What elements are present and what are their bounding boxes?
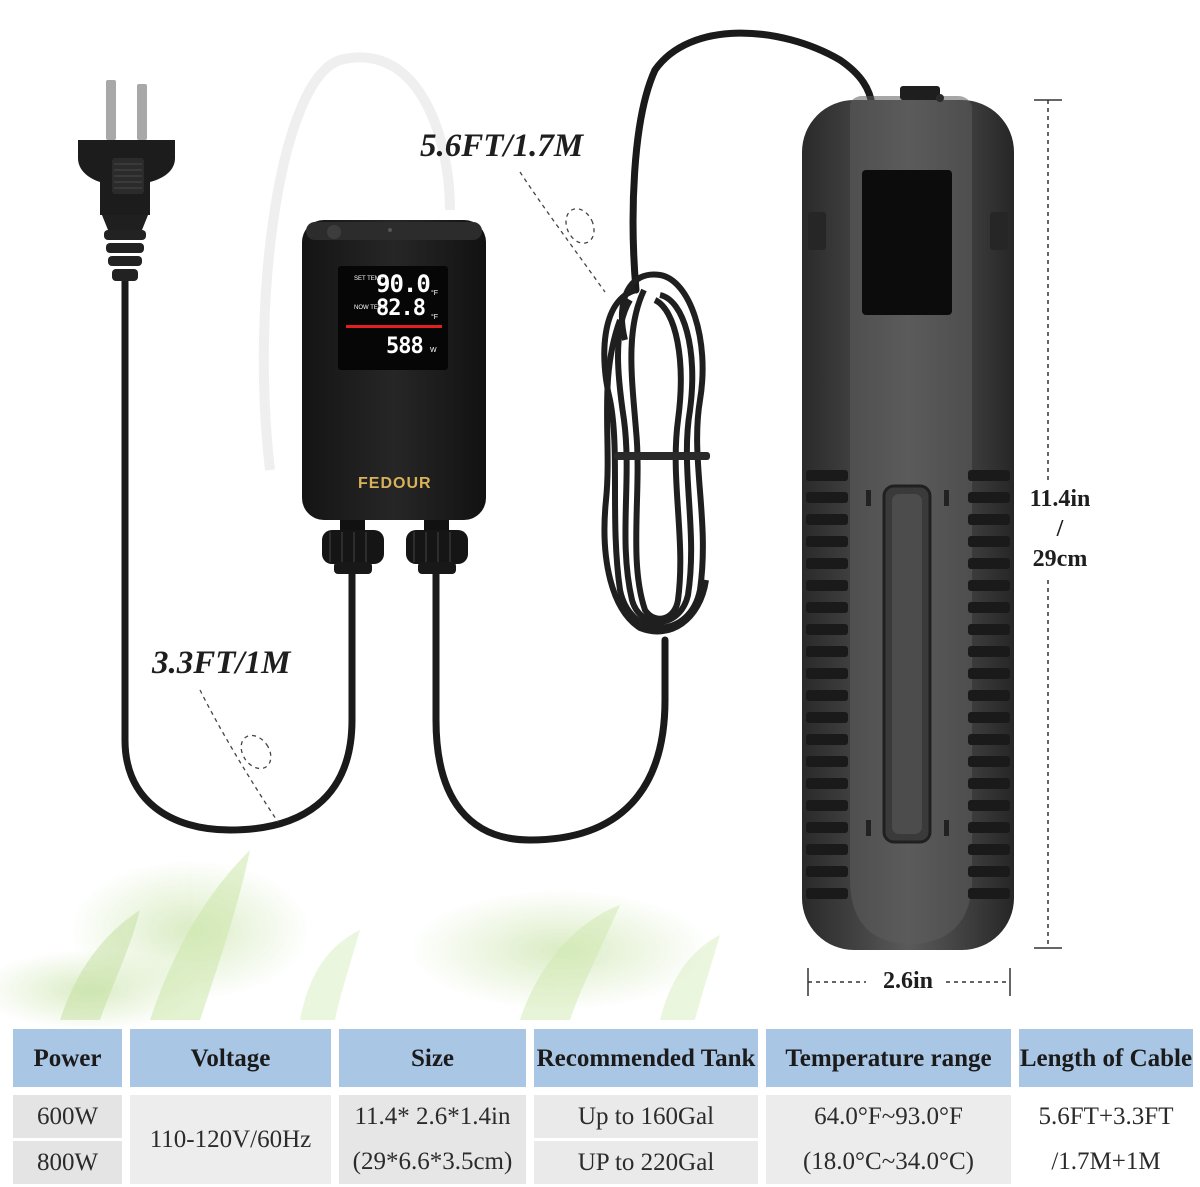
size-line2: (29*6.6*3.5cm) bbox=[335, 1139, 534, 1184]
heater-cable-upper bbox=[629, 29, 876, 294]
brand-logo: FEDOUR bbox=[358, 475, 432, 492]
now-temp-value: 82.8 bbox=[376, 296, 426, 321]
leader-lines bbox=[199, 171, 606, 823]
now-temp-unit: °F bbox=[431, 314, 439, 321]
temp-line2: (18.0°C~34.0°C) bbox=[762, 1139, 1019, 1184]
tank-600: Up to 160Gal bbox=[530, 1091, 766, 1141]
cable-coil bbox=[601, 271, 709, 635]
now-temp-label: NOW TEMP bbox=[354, 305, 387, 311]
power-800: 800W bbox=[13, 1139, 130, 1184]
header-size: Size bbox=[335, 1029, 534, 1095]
coil-tie bbox=[614, 452, 710, 460]
power-600: 600W bbox=[13, 1091, 130, 1141]
tank-800: UP to 220Gal bbox=[530, 1139, 766, 1184]
heater-cable-length-label: 5.6FT/1.7M bbox=[420, 128, 584, 164]
display-red-line bbox=[346, 325, 442, 328]
height-label: 11.4in / 29cm bbox=[1018, 484, 1102, 574]
lcd-display bbox=[338, 266, 448, 370]
plug bbox=[78, 80, 175, 281]
wattage-value: 588 bbox=[386, 334, 424, 359]
header-voltage: Voltage bbox=[126, 1029, 339, 1095]
spec-table: Power Voltage Size Recommended Tank Temp… bbox=[13, 1029, 1200, 1184]
set-temp-value: 90.0 bbox=[376, 270, 431, 298]
temp-line1: 64.0°F~93.0°F bbox=[762, 1091, 1019, 1140]
set-temp-label: SET TEMP bbox=[354, 276, 384, 282]
controller bbox=[302, 220, 486, 574]
height-in: 11.4in bbox=[1029, 486, 1091, 512]
cable-line2: /1.7M+1M bbox=[1015, 1139, 1200, 1184]
dimension-lines bbox=[807, 99, 1062, 996]
header-temperature: Temperature range bbox=[762, 1029, 1019, 1095]
header-tank: Recommended Tank bbox=[530, 1029, 766, 1095]
heater bbox=[802, 86, 1014, 950]
reflection-arc bbox=[258, 52, 455, 471]
spec-row: 600W 110-120V/60Hz 11.4* 2.6*1.4in Up to… bbox=[13, 1091, 1200, 1184]
width-label: 2.6in bbox=[882, 968, 933, 994]
wattage-unit: W bbox=[430, 347, 437, 354]
heater-cable-lower bbox=[432, 556, 669, 844]
spec-row: 800W (29*6.6*3.5cm) UP to 220Gal (18.0°C… bbox=[13, 1139, 1200, 1184]
header-cable: Length of Cable bbox=[1015, 1029, 1200, 1095]
set-temp-unit: °F bbox=[431, 290, 439, 297]
cable-line1: 5.6FT+3.3FT bbox=[1015, 1091, 1200, 1140]
power-cable-length-label: 3.3FT/1M bbox=[152, 645, 291, 681]
size-line1: 11.4* 2.6*1.4in bbox=[335, 1091, 534, 1140]
height-cm: 29cm bbox=[1032, 546, 1088, 572]
heater-window bbox=[862, 170, 952, 315]
height-separator: / bbox=[1056, 516, 1064, 542]
voltage-cell: 110-120V/60Hz bbox=[126, 1091, 339, 1184]
header-power: Power bbox=[13, 1029, 130, 1095]
plant-background bbox=[0, 850, 720, 1030]
spec-header-row: Power Voltage Size Recommended Tank Temp… bbox=[13, 1029, 1200, 1095]
power-cable bbox=[121, 276, 356, 834]
